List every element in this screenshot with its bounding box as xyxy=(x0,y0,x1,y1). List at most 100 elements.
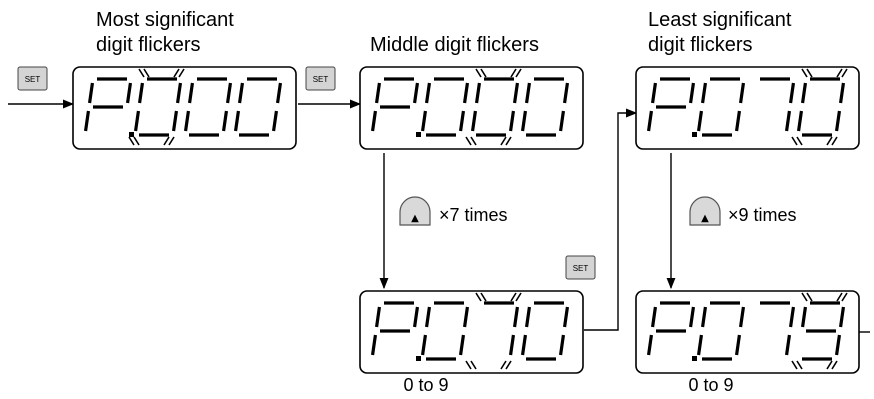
decimal-point xyxy=(692,132,697,137)
flicker-mark xyxy=(831,136,838,146)
segment-e xyxy=(370,334,378,356)
caption-middle-digit: Middle digit flickers xyxy=(370,34,539,56)
flicker-mark xyxy=(796,360,803,370)
segment-b xyxy=(512,306,520,328)
flicker-mark xyxy=(128,136,135,146)
segment-f xyxy=(374,306,382,328)
segment-b xyxy=(562,82,570,104)
segment-b xyxy=(412,82,420,104)
flicker-mark xyxy=(831,360,838,370)
segment-b xyxy=(462,82,470,104)
digit-d5-3 xyxy=(791,292,848,370)
flicker-mark xyxy=(143,68,150,78)
segment-f xyxy=(700,306,708,328)
flicker-mark xyxy=(163,136,170,146)
segment-c xyxy=(458,334,466,356)
flicker-mark xyxy=(836,68,843,78)
set-key-2[interactable]: SET xyxy=(305,66,336,91)
caption-most-significant-line2: digit flickers xyxy=(96,34,200,56)
digit-d3-2 xyxy=(760,77,796,132)
flicker-mark xyxy=(836,292,843,302)
svg-text:SET: SET xyxy=(573,264,589,273)
flicker-mark xyxy=(515,292,522,302)
segment-e xyxy=(796,110,804,132)
flicker-mark xyxy=(801,68,808,78)
digit-d1-1 xyxy=(128,68,185,146)
segment-b xyxy=(412,306,420,328)
segment-c xyxy=(734,110,742,132)
segment-b xyxy=(738,306,746,328)
segment-b xyxy=(838,306,846,328)
segment-f xyxy=(237,82,245,104)
segment-c xyxy=(508,110,516,132)
segment-e xyxy=(520,334,528,356)
segment-b xyxy=(275,82,283,104)
segment-c xyxy=(271,110,279,132)
flicker-mark xyxy=(505,136,512,146)
flicker-mark xyxy=(465,136,472,146)
segment-f xyxy=(474,82,482,104)
set-key-3[interactable]: SET xyxy=(565,255,596,280)
segment-c xyxy=(558,110,566,132)
segment-f xyxy=(700,82,708,104)
svg-text:▲: ▲ xyxy=(411,213,419,224)
flicker-mark xyxy=(826,136,833,146)
digit-d2-0 xyxy=(370,77,421,137)
segment-e xyxy=(233,110,241,132)
segment-f xyxy=(800,82,808,104)
digit-d5-2 xyxy=(760,301,796,356)
flicker-mark xyxy=(500,360,507,370)
digit-d2-1 xyxy=(420,77,470,137)
segment-e xyxy=(696,334,704,356)
segment-c xyxy=(734,334,742,356)
flicker-mark xyxy=(841,68,848,78)
digit-d1-0 xyxy=(83,77,134,137)
seven-segment-display-d4 xyxy=(370,292,570,370)
digit-d3-0 xyxy=(646,77,697,137)
seven-segment-display-d1 xyxy=(83,68,283,146)
svg-text:▲: ▲ xyxy=(701,213,709,224)
flicker-mark xyxy=(133,136,140,146)
digit-d4-1 xyxy=(420,301,470,361)
flicker-mark xyxy=(510,292,517,302)
segment-e xyxy=(470,110,478,132)
arrow-display-4-to-3 xyxy=(584,108,638,331)
segment-f xyxy=(800,306,808,328)
segment-f xyxy=(650,306,658,328)
decimal-point xyxy=(416,132,421,137)
segment-c xyxy=(834,334,842,356)
digit-d3-1 xyxy=(696,77,746,137)
caption-least-significant-line1: Least significant xyxy=(648,9,792,31)
flicker-mark xyxy=(465,360,472,370)
segment-f xyxy=(524,306,532,328)
segment-e xyxy=(133,110,141,132)
range-label-least: 0 to 9 xyxy=(688,375,733,395)
digit-d4-3 xyxy=(520,301,570,361)
segment-c xyxy=(834,110,842,132)
digit-d3-3 xyxy=(791,68,848,146)
segment-b xyxy=(838,82,846,104)
segment-f xyxy=(374,82,382,104)
flicker-mark xyxy=(475,292,482,302)
digit-d1-3 xyxy=(233,77,283,137)
segment-b xyxy=(512,82,520,104)
flicker-mark xyxy=(515,68,522,78)
segment-c xyxy=(784,334,792,356)
digit-d5-0 xyxy=(646,301,697,361)
segment-b xyxy=(788,306,796,328)
set-key-1[interactable]: SET xyxy=(17,66,48,91)
segment-b xyxy=(562,306,570,328)
digit-d2-2 xyxy=(465,68,522,146)
up-key-2[interactable]: ▲ xyxy=(689,196,721,226)
flicker-mark xyxy=(806,68,813,78)
segment-f xyxy=(650,82,658,104)
segment-c xyxy=(458,110,466,132)
segment-b xyxy=(738,82,746,104)
segment-f xyxy=(187,82,195,104)
flicker-mark xyxy=(480,292,487,302)
flicker-mark xyxy=(826,360,833,370)
segment-c xyxy=(171,110,179,132)
flicker-mark xyxy=(178,68,185,78)
seven-segment-display-d2 xyxy=(370,68,570,146)
up-key-1[interactable]: ▲ xyxy=(399,196,431,226)
